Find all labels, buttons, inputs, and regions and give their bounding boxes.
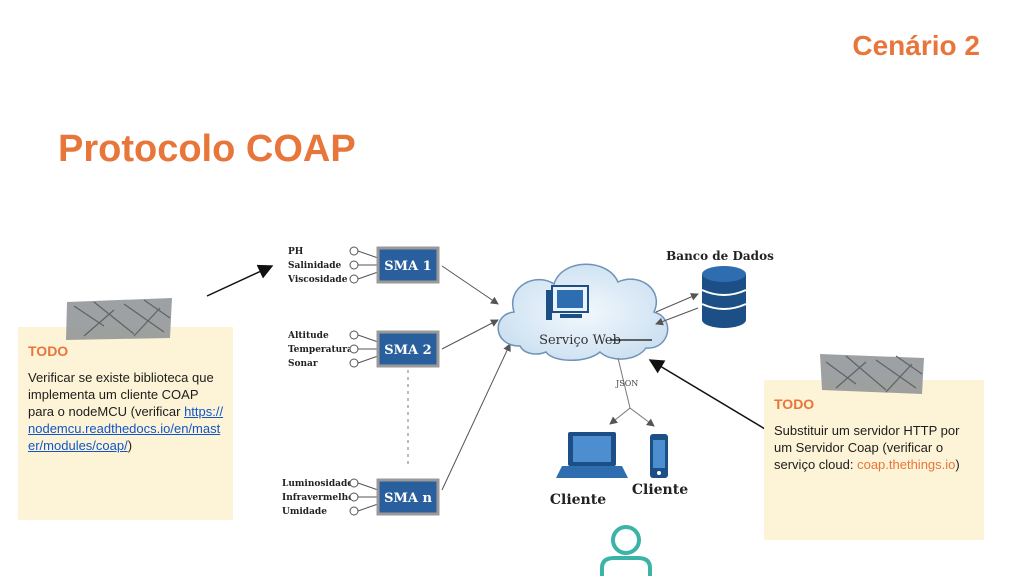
- computer-icon: [546, 285, 589, 320]
- note-body: Verificar se existe biblioteca que imple…: [28, 369, 225, 454]
- note-text: Substituir um servidor HTTP por um Servi…: [774, 423, 960, 472]
- sensor-label: Sonar: [288, 359, 318, 369]
- todo-note-left: TODO Verificar se existe biblioteca que …: [18, 327, 233, 520]
- note-text: Verificar se existe biblioteca que imple…: [28, 370, 214, 419]
- note-suffix: ): [955, 457, 960, 472]
- web-service-cloud: Serviço Web: [497, 263, 669, 361]
- database-icon: [701, 266, 747, 328]
- sensor-group-2: Altitude Temperatura Sonar SMA 2: [287, 330, 440, 369]
- client-label: Cliente: [550, 492, 606, 508]
- note-heading: TODO: [28, 343, 69, 359]
- json-label: JSON: [615, 379, 638, 388]
- client-label: Cliente: [632, 482, 688, 498]
- sensor-label: Luminosidade: [282, 479, 353, 489]
- left-note-arrow: [206, 264, 274, 297]
- tape-icon: [820, 354, 924, 394]
- database-label: Banco de Dados: [666, 249, 774, 263]
- sma-label: SMA n: [384, 491, 432, 506]
- sensor-label: Umidade: [282, 507, 327, 517]
- sma-2-box: [376, 330, 440, 368]
- sma-label: SMA 1: [384, 259, 431, 274]
- sensor-group-n: Luminosidade Infravermelho Umidade SMA n: [282, 478, 440, 517]
- sensor-label: Salinidade: [288, 261, 342, 271]
- right-note-arrow: [648, 359, 771, 433]
- nodemcu-docs-link[interactable]: https://nodemcu.readthedocs.io/en/master…: [28, 404, 224, 453]
- laptop-icon: [556, 432, 628, 478]
- section-label: Cenário 2: [852, 30, 980, 61]
- slide-title: Protocolo COAP: [58, 128, 356, 170]
- todo-note-right: TODO Substituir um servidor HTTP por um …: [764, 380, 984, 540]
- sensor-label: Altitude: [287, 331, 329, 341]
- sensor-group-1: PH Salinidade Viscosidade SMA 1: [287, 246, 440, 285]
- sensor-label: Temperatura: [288, 345, 353, 355]
- phone-icon: [650, 434, 668, 478]
- coap-service-highlight: coap.thethings.io: [857, 457, 956, 472]
- cloud-label: Serviço Web: [539, 333, 621, 348]
- sensor-label: Infravermelho: [282, 493, 354, 503]
- note-suffix: ): [127, 438, 133, 453]
- person-icon: [600, 525, 652, 576]
- note-heading: TODO: [774, 396, 815, 412]
- sensor-label: PH: [288, 247, 304, 257]
- sensor-label: Viscosidade: [287, 275, 348, 285]
- tape-icon: [66, 298, 172, 340]
- sma-1-box: [376, 246, 440, 284]
- sma-n-box: [376, 478, 440, 516]
- note-body: Substituir um servidor HTTP por um Servi…: [774, 422, 976, 473]
- sma-label: SMA 2: [384, 343, 431, 358]
- architecture-diagram: PH Salinidade Viscosidade SMA 1 Altitude…: [282, 246, 774, 517]
